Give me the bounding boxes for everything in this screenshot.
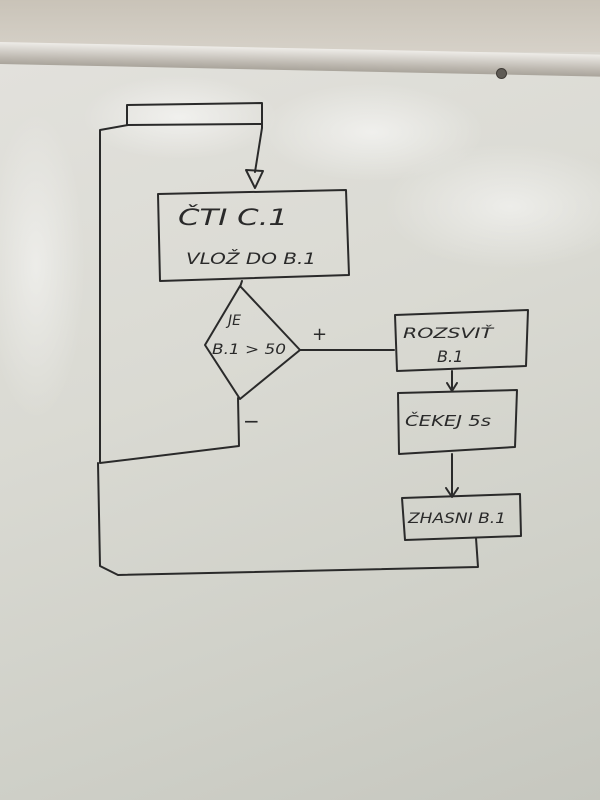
entry-arrowhead — [245, 169, 264, 189]
loop-no-branch — [99, 123, 263, 464]
branch-yes-label: + — [312, 324, 327, 345]
branch-no-label: − — [243, 409, 260, 433]
box-read-line2: VLOŽ DO B.1 — [186, 249, 316, 268]
box-on: ROZSVIŤ B.1 — [394, 309, 529, 372]
box-read-line1: ČTI C.1 — [178, 205, 288, 231]
frame-screw — [496, 68, 507, 79]
box-on-line1: ROZSVIŤ — [403, 324, 495, 342]
box-wait-label: ČEKEJ 5s — [405, 411, 491, 430]
box-read: ČTI C.1 VLOŽ DO B.1 — [157, 189, 350, 282]
entry-arrow — [126, 102, 263, 173]
decision-line2: B.1 > 50 — [212, 342, 286, 358]
box-on-line2: B.1 — [437, 347, 463, 366]
box-off: ZHASNI B.1 — [401, 493, 522, 541]
decision-diamond: JE B.1 > 50 — [204, 285, 301, 400]
decision-line1: JE — [225, 313, 241, 329]
box-wait: ČEKEJ 5s — [397, 389, 518, 455]
box-off-label: ZHASNI B.1 — [407, 511, 506, 527]
loop-end — [97, 462, 479, 576]
